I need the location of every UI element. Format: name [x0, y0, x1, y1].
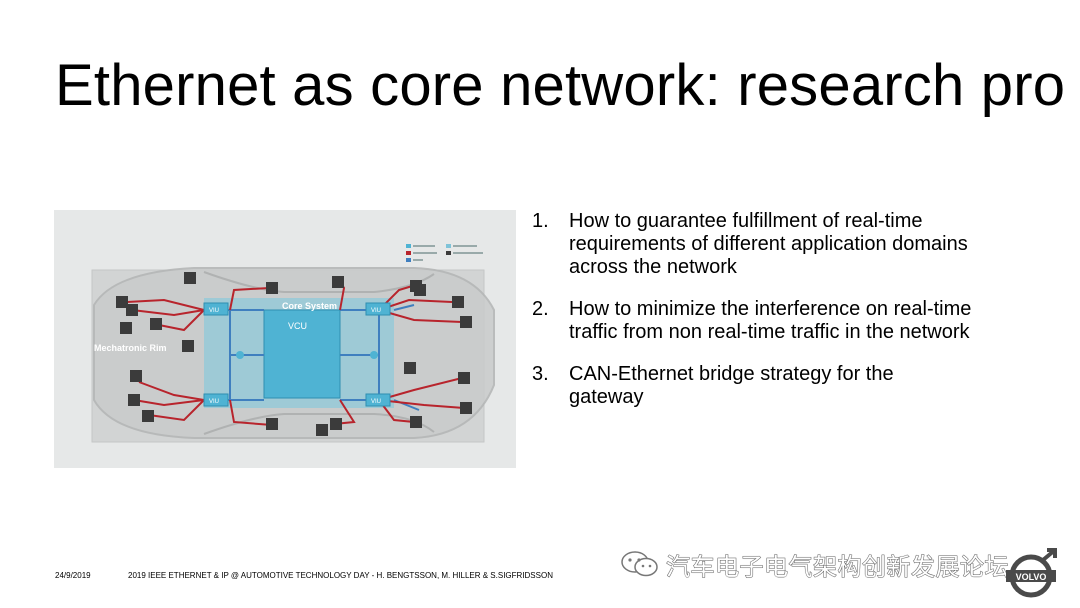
- slide-title: Ethernet as core network: research pro: [55, 53, 1066, 118]
- list-item-number: 2.: [532, 298, 549, 320]
- list-item-text: How to minimize the interference on real…: [569, 298, 972, 343]
- list-item: 3. CAN-Ethernet bridge strategy for the …: [532, 363, 972, 409]
- core-system-label: Core System: [282, 301, 337, 311]
- footer-credits: 2019 IEEE ETHERNET & IP @ AUTOMOTIVE TEC…: [128, 571, 553, 580]
- mechatronic-rim-label: Mechatronic Rim: [94, 343, 167, 353]
- diagram-legend: [406, 244, 483, 262]
- watermark-text: 汽车电子电气架构创新发展论坛: [666, 552, 1010, 581]
- footer-date: 24/9/2019: [55, 571, 91, 580]
- viu-label: VIU: [371, 308, 381, 314]
- switch-nodes: [236, 351, 378, 359]
- architecture-diagram: Core System VCU Mechatronic Rim: [91, 244, 495, 443]
- vcu-label: VCU: [288, 321, 307, 331]
- volvo-logo-icon: VOLVO: [1006, 548, 1057, 598]
- watermark: 汽车电子电气架构创新发展论坛: [620, 547, 1009, 581]
- list-item-text: CAN-Ethernet bridge strategy for the gat…: [569, 363, 894, 408]
- list-item-text: How to guarantee fulfillment of real-tim…: [569, 210, 968, 278]
- list-item: 1. How to guarantee fulfillment of real-…: [532, 210, 972, 279]
- wechat-icon: [621, 551, 658, 577]
- research-questions-list: 1. How to guarantee fulfillment of real-…: [532, 210, 972, 428]
- viu-boxes: [203, 302, 391, 407]
- list-item-number: 3.: [532, 363, 549, 385]
- viu-label: VIU: [209, 308, 219, 314]
- viu-label: VIU: [371, 399, 381, 405]
- vehicle-architecture-figure: Core System VCU Mechatronic Rim: [54, 210, 516, 468]
- list-item: 2. How to minimize the interference on r…: [532, 298, 972, 344]
- list-item-number: 1.: [532, 210, 549, 232]
- viu-label: VIU: [209, 399, 219, 405]
- logo-text: VOLVO: [1016, 572, 1047, 582]
- ecu-nodes: [116, 272, 472, 436]
